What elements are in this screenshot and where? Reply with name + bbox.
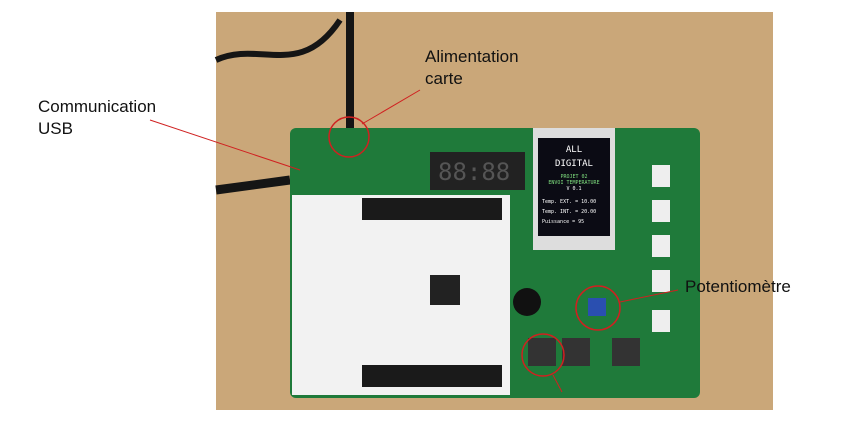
usb-annotation-line2: USB: [38, 119, 73, 138]
button-pointer: [552, 374, 563, 393]
buzzer: [513, 288, 541, 316]
mcu-chip: [430, 275, 460, 305]
push-button: [528, 338, 556, 366]
power-highlight-circle: [328, 116, 370, 158]
header-top: [362, 198, 502, 220]
push-button: [562, 338, 590, 366]
power-annotation: Alimentation carte: [425, 46, 519, 90]
seven-segment-display: [430, 152, 525, 190]
potentiometer: [588, 298, 606, 316]
connectors: [652, 165, 670, 332]
power-annotation-line1: Alimentation: [425, 47, 519, 66]
button-highlight-circle: [521, 333, 565, 377]
usb-pointer: [149, 119, 301, 171]
usb-annotation: Communication USB: [38, 96, 156, 140]
lcd-line2: ENVOI TEMPERATURE: [548, 180, 599, 186]
lcd-puissance: Puissance = 95: [542, 219, 584, 225]
nucleo-board: [292, 195, 510, 395]
pot-annotation: Potentiomètre: [685, 277, 791, 296]
lcd-line1: PROJET 02: [560, 174, 587, 180]
lcd-screen: [538, 138, 610, 236]
usb-annotation-line1: Communication: [38, 97, 157, 116]
power-pointer: [361, 89, 421, 125]
header-bottom: [362, 365, 502, 387]
usb-cable: [215, 175, 291, 195]
lcd-brand1: ALL: [566, 145, 582, 155]
lcd-brand2: DIGITAL: [555, 159, 593, 169]
lcd-text: ALL DIGITAL PROJET 02 ENVOI TEMPERATURE …: [542, 145, 600, 225]
lcd-line3: V 0.1: [566, 186, 581, 192]
lcd-temp-ext: Temp. EXT. = 10.00: [542, 199, 596, 205]
pot-pointer: [619, 289, 679, 303]
cable: [214, 18, 343, 63]
pot-highlight-circle: [575, 285, 621, 331]
power-annotation-line2: carte: [425, 69, 463, 88]
lcd-temp-int: Temp. INT. = 20.00: [542, 209, 596, 215]
seven-segment-text: 88:88: [438, 158, 510, 186]
push-button: [612, 338, 640, 366]
push-buttons: [528, 338, 640, 366]
